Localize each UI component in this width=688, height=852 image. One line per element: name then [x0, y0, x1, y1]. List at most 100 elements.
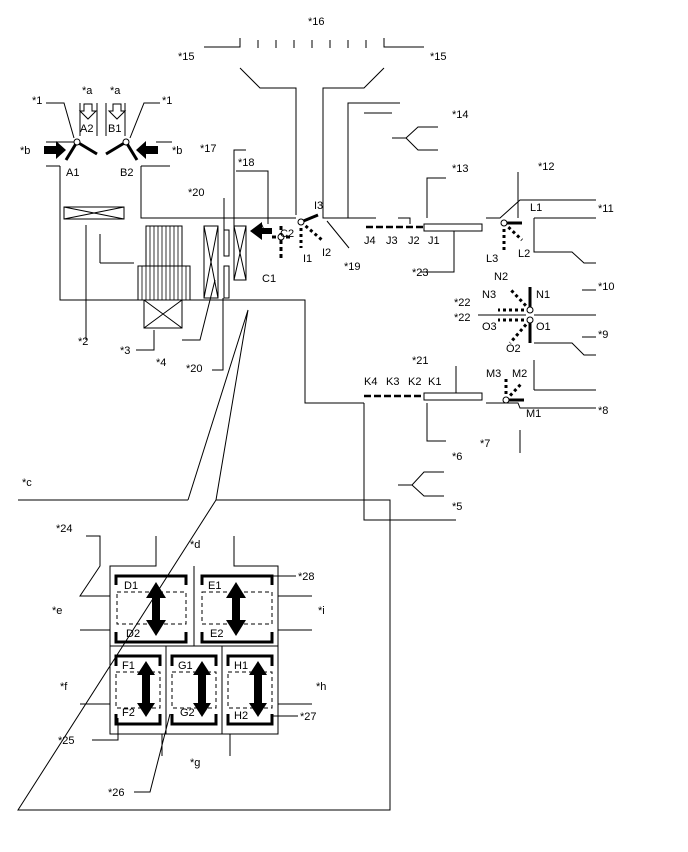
callout-20-top: *20 — [188, 187, 205, 199]
port-i3: I3 — [314, 200, 323, 212]
callout-15-left: *15 — [178, 51, 195, 63]
callout-e: *e — [52, 605, 62, 617]
port-j2: J2 — [408, 235, 420, 247]
door-c — [236, 170, 290, 260]
heater-core — [203, 225, 219, 299]
doors-n-o — [478, 287, 596, 356]
callout-b-right: *b — [172, 145, 182, 157]
air-arrow-a — [250, 222, 272, 240]
callout-25: *25 — [58, 735, 75, 747]
port-e2: E2 — [210, 628, 223, 640]
hvac-case — [46, 102, 400, 404]
door-m — [502, 360, 596, 404]
leader-lines — [46, 102, 246, 371]
inlet-door-a — [64, 138, 98, 161]
port-j1: J1 — [428, 235, 440, 247]
port-n2: N2 — [494, 271, 508, 283]
callout-8: *8 — [598, 405, 608, 417]
door-l — [500, 172, 596, 264]
port-k4: K4 — [364, 376, 377, 388]
port-i1: I1 — [303, 253, 312, 265]
outlet-j — [348, 112, 596, 273]
port-o2: O2 — [506, 343, 521, 355]
callout-i: *i — [318, 605, 325, 617]
callout-17: *17 — [200, 143, 217, 155]
port-k1: K1 — [428, 376, 441, 388]
callout-16: *16 — [308, 16, 325, 28]
callout-22-upper: *22 — [454, 297, 471, 309]
callout-5: *5 — [452, 501, 462, 513]
outlet-k — [363, 366, 596, 521]
port-j4: J4 — [364, 235, 376, 247]
port-l1: L1 — [530, 202, 542, 214]
port-j3: J3 — [386, 235, 398, 247]
callout-22-lower: *22 — [454, 312, 471, 324]
callout-12: *12 — [538, 161, 555, 173]
callout-2: *2 — [78, 336, 88, 348]
port-h1: H1 — [234, 660, 248, 672]
callout-27: *27 — [300, 711, 317, 723]
port-n1: N1 — [536, 289, 550, 301]
zoom-callout — [17, 309, 391, 811]
callout-7: *7 — [480, 438, 490, 450]
callout-11: *11 — [598, 203, 614, 215]
port-f2: F2 — [122, 707, 135, 719]
callout-g: *g — [190, 757, 200, 769]
callout-labels: *16 *15 *15 *a *a *1 *1 *b *b *14 *13 *1… — [20, 16, 615, 799]
filter — [63, 206, 125, 220]
defroster-duct — [204, 38, 424, 219]
port-m2: M2 — [512, 368, 527, 380]
callout-f: *f — [60, 681, 68, 693]
port-f1: F1 — [122, 660, 135, 672]
defroster-grille — [257, 40, 367, 48]
detail-inset — [79, 535, 312, 793]
callout-d: *d — [190, 539, 200, 551]
port-a: A — [258, 223, 266, 235]
callout-1-right: *1 — [162, 95, 172, 107]
port-c1: C1 — [262, 273, 276, 285]
callout-21: *21 — [412, 355, 429, 367]
ptc-heater — [233, 225, 247, 281]
port-a2: A2 — [80, 123, 93, 135]
callout-h: *h — [316, 681, 326, 693]
door-i — [297, 213, 350, 249]
port-a1: A1 — [66, 167, 79, 179]
port-k2: K2 — [408, 376, 421, 388]
callout-c: *c — [22, 477, 32, 489]
callout-19: *19 — [344, 261, 361, 273]
port-i2: I2 — [322, 247, 331, 259]
callout-23: *23 — [412, 267, 429, 279]
callout-a-left: *a — [82, 85, 93, 97]
port-h2: H2 — [234, 710, 248, 722]
blower-motor — [143, 299, 183, 329]
port-l2: L2 — [518, 248, 530, 260]
port-b2: B2 — [120, 167, 133, 179]
callout-24: *24 — [56, 523, 73, 535]
inlet-arrows — [44, 103, 158, 159]
port-g2: G2 — [180, 707, 195, 719]
evaporator-core — [99, 225, 191, 301]
port-d1: D1 — [124, 580, 138, 592]
port-o1: O1 — [536, 321, 551, 333]
port-o3: O3 — [482, 321, 497, 333]
port-b1: B1 — [108, 123, 121, 135]
callout-26: *26 — [108, 787, 125, 799]
port-m3: M3 — [486, 368, 501, 380]
port-e1: E1 — [208, 580, 221, 592]
callout-4: *4 — [156, 357, 166, 369]
inlet-door-b — [105, 138, 139, 161]
callout-20-bottom: *20 — [186, 363, 203, 375]
callout-9: *9 — [598, 329, 608, 341]
callout-a-right: *a — [110, 85, 121, 97]
callout-28: *28 — [298, 571, 315, 583]
callout-10: *10 — [598, 281, 615, 293]
callout-15-right: *15 — [430, 51, 447, 63]
port-labels: A2 B1 A1 B2 A C2 C1 I3 I1 I2 J4 J3 J2 J1… — [66, 123, 551, 722]
port-c2: C2 — [280, 228, 294, 240]
air-mix-dampers — [223, 229, 230, 299]
callout-b-left: *b — [20, 145, 30, 157]
callout-13: *13 — [452, 163, 469, 175]
port-l3: L3 — [486, 253, 498, 265]
port-d2: D2 — [126, 628, 140, 640]
